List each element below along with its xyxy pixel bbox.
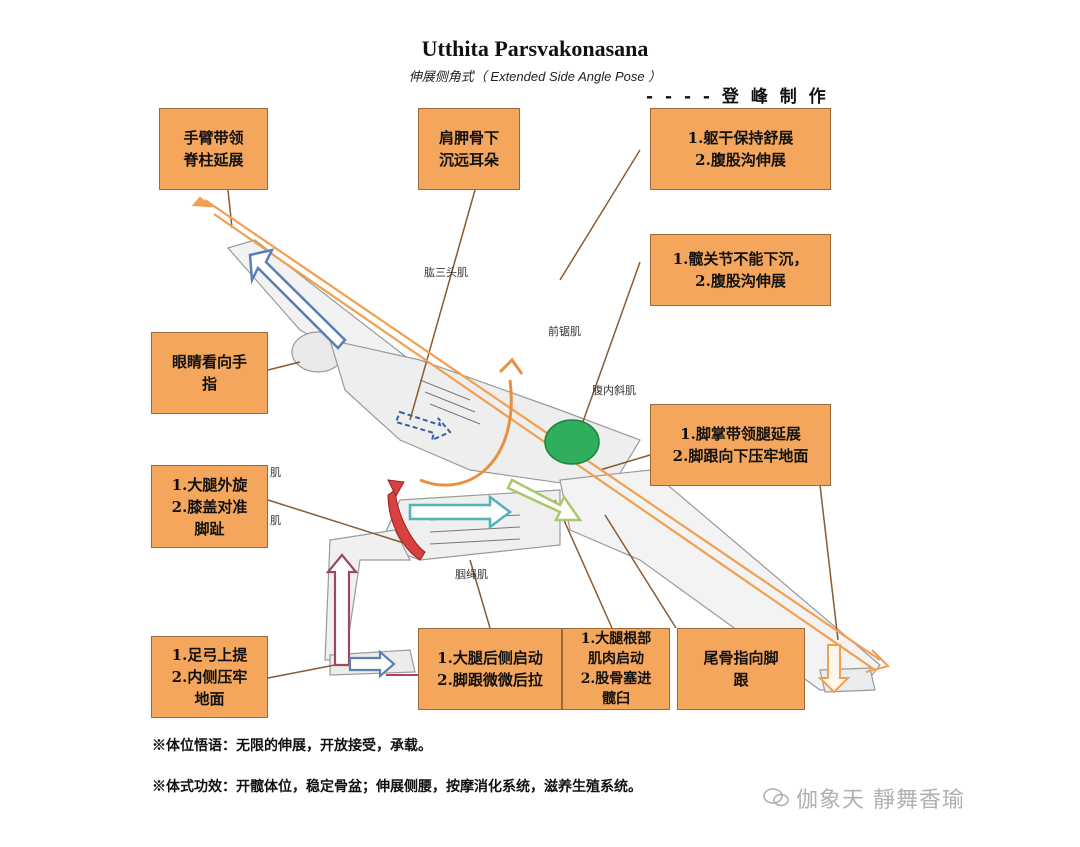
- thigh-rotation-arrow: [387, 479, 426, 561]
- watermark-text: 伽象天 靜舞香瑜: [796, 788, 965, 813]
- pose-subtitle: 伸展侧角式（ Extended Side Angle Pose ）: [408, 69, 662, 84]
- arm-reach-arrow: [248, 248, 347, 350]
- cue-thigh-back: 1.大腿后侧启动 2.脚跟微微后拉: [418, 628, 562, 710]
- label-partial-1: 肌: [270, 466, 281, 479]
- cue-tailbone: 尾骨指向脚 跟: [677, 628, 805, 710]
- cue-arch: 1.足弓上提 2.内侧压牢 地面: [151, 636, 268, 718]
- cue-torso: 1.躯干保持舒展 2.腹股沟伸展: [650, 108, 831, 190]
- leader-lines: [227, 149, 839, 679]
- scapula-arrow: [394, 410, 452, 442]
- arch-lift-arrow: [325, 553, 359, 667]
- cue-eyes: 眼睛看向手 指: [151, 332, 268, 414]
- label-triceps: 肱三头肌: [424, 266, 468, 279]
- pose-benefits: ※体式功效：开髋体位，稳定骨盆；伸展侧腰，按摩消化系统，滋养生殖系统。: [152, 779, 642, 795]
- pose-title: Utthita Parsvakonasana: [421, 36, 649, 61]
- label-serratus: 前锯肌: [548, 325, 581, 338]
- label-oblique: 腹内斜肌: [592, 384, 636, 397]
- thigh-extension-arrow: [408, 494, 513, 530]
- cue-scapula: 肩胛骨下 沉远耳朵: [418, 108, 520, 190]
- cue-hip: 1.髋关节不能下沉， 2.腹股沟伸展: [650, 234, 831, 306]
- heel-press-arrow: [817, 644, 851, 694]
- hip-joint-marker: [544, 419, 600, 465]
- torso-rotation-arrow: [419, 357, 524, 487]
- cue-sole: 1.脚掌带领腿延展 2.脚跟向下压牢地面: [650, 404, 831, 486]
- thigh-root-arrow: [506, 478, 583, 522]
- label-partial-2: 肌: [270, 514, 281, 527]
- cue-arm-spine: 手臂带领 脊柱延展: [159, 108, 268, 190]
- author-credit: - - - - 登 峰 制 作: [646, 87, 829, 107]
- wechat-icon: [763, 788, 789, 807]
- pose-insight: ※体位悟语：无限的伸展，开放接受，承载。: [152, 738, 432, 754]
- cue-thigh-knee: 1.大腿外旋 2.膝盖对准 脚趾: [151, 465, 268, 548]
- label-hamstring: 腘绳肌: [455, 568, 488, 581]
- cue-thigh-root: 1.大腿根部 肌肉启动 2.股骨塞进 髋臼: [562, 628, 670, 710]
- foot-press-arrow: [348, 649, 396, 679]
